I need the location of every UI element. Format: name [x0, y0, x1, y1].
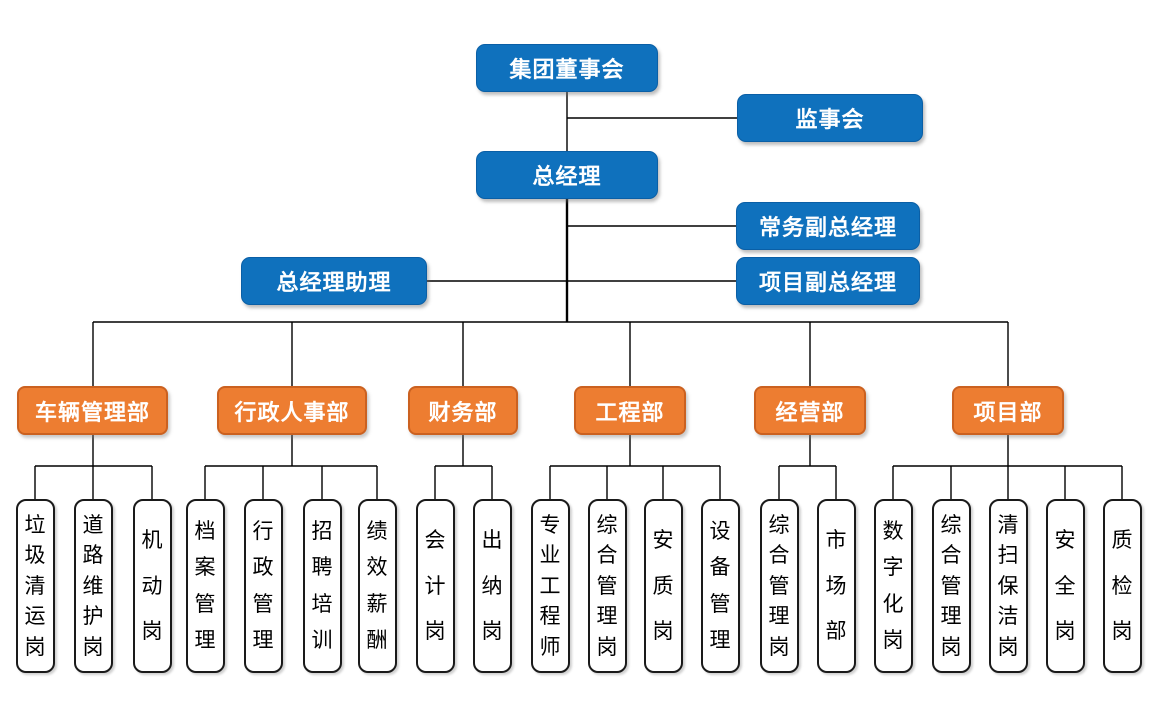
position-recruitment-training: 招聘培训: [302, 499, 342, 673]
position-cleaning-post: 清扫保洁岗: [988, 499, 1028, 673]
node-dept-hr-admin: 行政人事部: [217, 386, 367, 435]
position-mobile-post: 机动岗: [132, 499, 172, 673]
position-cashier-post: 出纳岗: [472, 499, 512, 673]
position-label: 出纳岗: [481, 528, 503, 644]
position-label: 专业工程师: [539, 513, 561, 659]
position-equipment-management: 设备管理: [700, 499, 740, 673]
position-label: 机动岗: [141, 528, 163, 644]
position-garbage-removal-post: 垃圾清运岗: [15, 499, 55, 673]
position-label: 会计岗: [424, 528, 446, 644]
position-market-dept: 市场部: [816, 499, 856, 673]
position-label: 设备管理: [709, 519, 731, 653]
connectors: [34, 92, 1123, 499]
position-safety-post: 安全岗: [1045, 499, 1085, 673]
position-comprehensive-management-post-project: 综合管理岗: [931, 499, 971, 673]
position-administration-management: 行政管理: [243, 499, 283, 673]
position-performance-compensation: 绩效薪酬: [357, 499, 397, 673]
position-label: 清扫保洁岗: [997, 513, 1019, 659]
node-dept-engineering: 工程部: [574, 386, 686, 435]
position-archives-management: 档案管理: [185, 499, 225, 673]
position-label: 综合管理岗: [940, 513, 962, 659]
position-label: 绩效薪酬: [366, 519, 388, 653]
node-dept-operations: 经营部: [754, 386, 866, 435]
position-safety-quality-post: 安质岗: [643, 499, 683, 673]
position-road-maintenance-post: 道路维护岗: [73, 499, 113, 673]
position-label: 道路维护岗: [82, 513, 104, 659]
position-comprehensive-management-post-operations: 综合管理岗: [759, 499, 799, 673]
node-supervisory-board: 监事会: [737, 94, 923, 142]
node-dept-vehicle-management: 车辆管理部: [17, 386, 168, 435]
position-label: 综合管理岗: [596, 513, 618, 659]
position-digitalization-post: 数字化岗: [873, 499, 913, 673]
node-executive-deputy-gm: 常务副总经理: [736, 202, 920, 250]
node-general-manager: 总经理: [476, 151, 658, 199]
position-label: 综合管理岗: [768, 513, 790, 659]
position-professional-engineer: 专业工程师: [530, 499, 570, 673]
position-label: 安全岗: [1054, 528, 1076, 644]
position-label: 垃圾清运岗: [24, 513, 46, 659]
position-label: 安质岗: [652, 528, 674, 644]
node-dept-project: 项目部: [952, 386, 1064, 435]
node-project-deputy-gm: 项目副总经理: [736, 257, 920, 305]
position-label: 市场部: [825, 528, 847, 644]
node-dept-finance: 财务部: [408, 386, 518, 435]
position-label: 招聘培训: [311, 519, 333, 653]
position-accounting-post: 会计岗: [415, 499, 455, 673]
position-label: 档案管理: [194, 519, 216, 653]
position-label: 行政管理: [252, 519, 274, 653]
position-label: 质检岗: [1111, 528, 1133, 644]
node-gm-assistant: 总经理助理: [241, 257, 427, 305]
position-quality-inspection-post: 质检岗: [1102, 499, 1142, 673]
position-comprehensive-management-post-engineering: 综合管理岗: [587, 499, 627, 673]
position-label: 数字化岗: [882, 519, 904, 653]
node-group-board: 集团董事会: [476, 44, 658, 92]
